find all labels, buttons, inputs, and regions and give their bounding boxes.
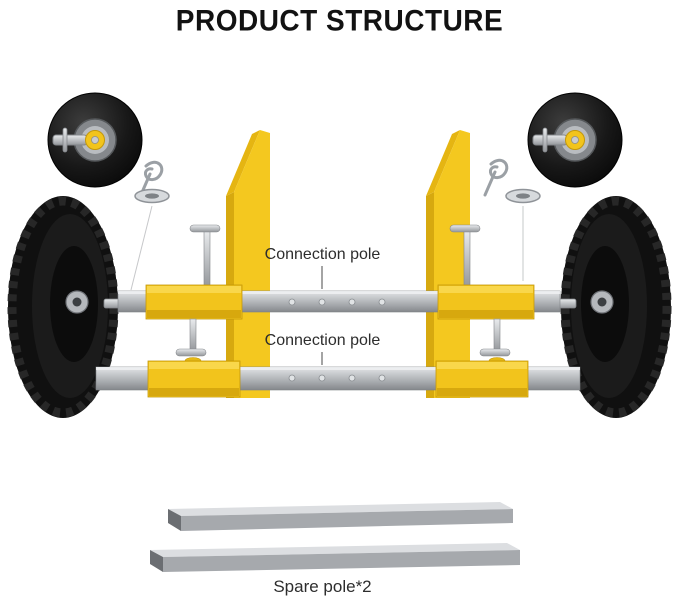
spare-pole-1 <box>168 502 513 531</box>
assembly-guide-lines <box>130 205 524 291</box>
left-hub-callout <box>47 92 143 188</box>
page-title: PRODUCT STRUCTURE <box>175 4 504 37</box>
lower-left-t-bolt <box>175 318 207 357</box>
upper-right-clamp <box>437 284 535 320</box>
upper-pole-rivets <box>288 298 386 306</box>
upper-left-clamp <box>145 284 243 320</box>
label-connection-pole-top: Connection pole <box>264 246 381 263</box>
upper-left-t-bolt <box>189 224 221 288</box>
upper-right-t-bolt <box>449 224 481 288</box>
spare-pole-2 <box>150 543 520 572</box>
right-plate <box>426 130 470 398</box>
label-spare-pole: Spare pole*2 <box>273 577 372 596</box>
lower-pole-rivets <box>288 374 386 382</box>
left-plate <box>226 130 270 398</box>
left-washer <box>134 188 170 204</box>
right-washer <box>505 188 541 204</box>
lower-left-clamp <box>147 357 241 398</box>
right-hub-callout <box>527 92 623 188</box>
left-wheel <box>7 196 119 418</box>
label-connection-pole-bottom: Connection pole <box>264 332 381 349</box>
lower-right-clamp <box>435 357 529 398</box>
lower-right-t-bolt <box>479 318 511 357</box>
right-cotter-pin <box>483 158 509 197</box>
